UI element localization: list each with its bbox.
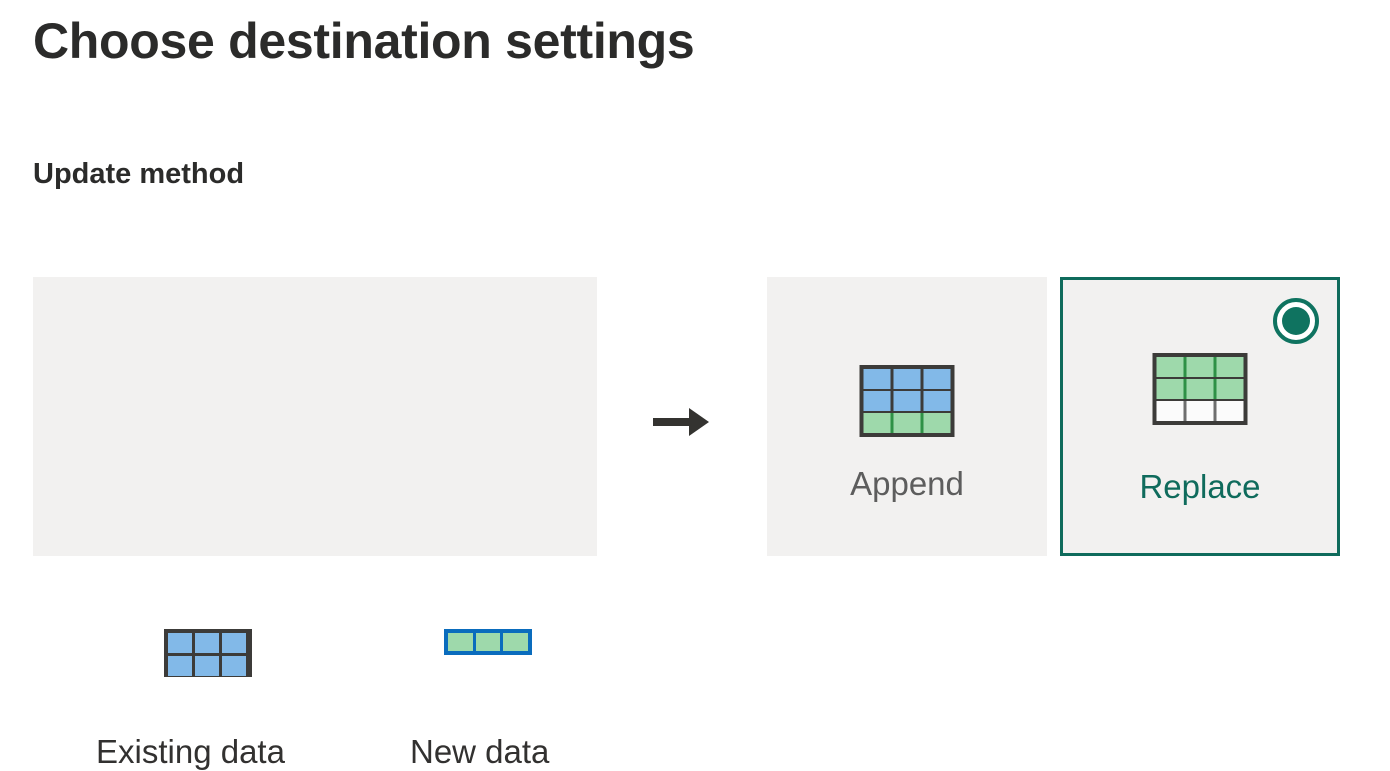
page-title: Choose destination settings <box>33 13 695 69</box>
table-grid-blue-icon <box>164 629 252 677</box>
grid-cell <box>1186 379 1214 399</box>
grid-cell <box>1156 401 1184 421</box>
radio-ring <box>1273 298 1319 344</box>
grid-row <box>863 369 951 389</box>
new-data-label: New data <box>410 733 550 770</box>
grid-row-new <box>863 413 951 433</box>
grid-cell <box>222 656 246 676</box>
grid-cell <box>893 413 921 433</box>
grid-cell <box>168 656 192 676</box>
grid-cell <box>893 391 921 411</box>
source-data-panel: Existing data New data <box>33 277 597 770</box>
grid-cell <box>863 369 891 389</box>
grid-cell <box>222 633 246 653</box>
grid-cell <box>1216 401 1244 421</box>
grid-cell <box>503 633 529 651</box>
grid-cell <box>168 633 192 653</box>
grid-row <box>863 391 951 411</box>
grid-row <box>168 656 248 676</box>
grid-cell <box>923 413 951 433</box>
grid-cell <box>1156 379 1184 399</box>
grid-cell <box>1216 357 1244 377</box>
radio-dot <box>1282 307 1310 335</box>
grid-cell <box>195 656 219 676</box>
grid-cell <box>863 413 891 433</box>
grid-cell <box>863 391 891 411</box>
option-card-append[interactable]: Append <box>767 277 1047 556</box>
table-row-green-icon <box>444 629 532 655</box>
grid-cell <box>448 633 473 651</box>
table-append-icon <box>859 365 955 437</box>
option-card-replace[interactable]: Replace <box>1060 277 1340 556</box>
existing-data-label: Existing data <box>96 733 285 770</box>
option-label-append: Append <box>850 465 964 502</box>
grid-row <box>448 633 529 651</box>
grid-cell <box>1216 379 1244 399</box>
option-label-replace: Replace <box>1139 468 1261 505</box>
section-title-update-method: Update method <box>33 158 245 190</box>
grid-cell <box>893 369 921 389</box>
grid-cell <box>923 369 951 389</box>
grid-cell <box>475 633 501 651</box>
arrow-right-icon <box>650 398 714 446</box>
grid-row-empty <box>1156 401 1244 421</box>
grid-cell <box>1156 357 1184 377</box>
grid-cell <box>1186 357 1214 377</box>
grid-row-new <box>1156 379 1244 399</box>
grid-row-new <box>1156 357 1244 377</box>
grid-cell <box>923 391 951 411</box>
grid-row <box>168 633 248 653</box>
grid-cell <box>195 633 219 653</box>
table-replace-icon <box>1152 353 1248 425</box>
radio-selected-icon[interactable] <box>1273 298 1319 344</box>
grid-cell <box>1186 401 1214 421</box>
